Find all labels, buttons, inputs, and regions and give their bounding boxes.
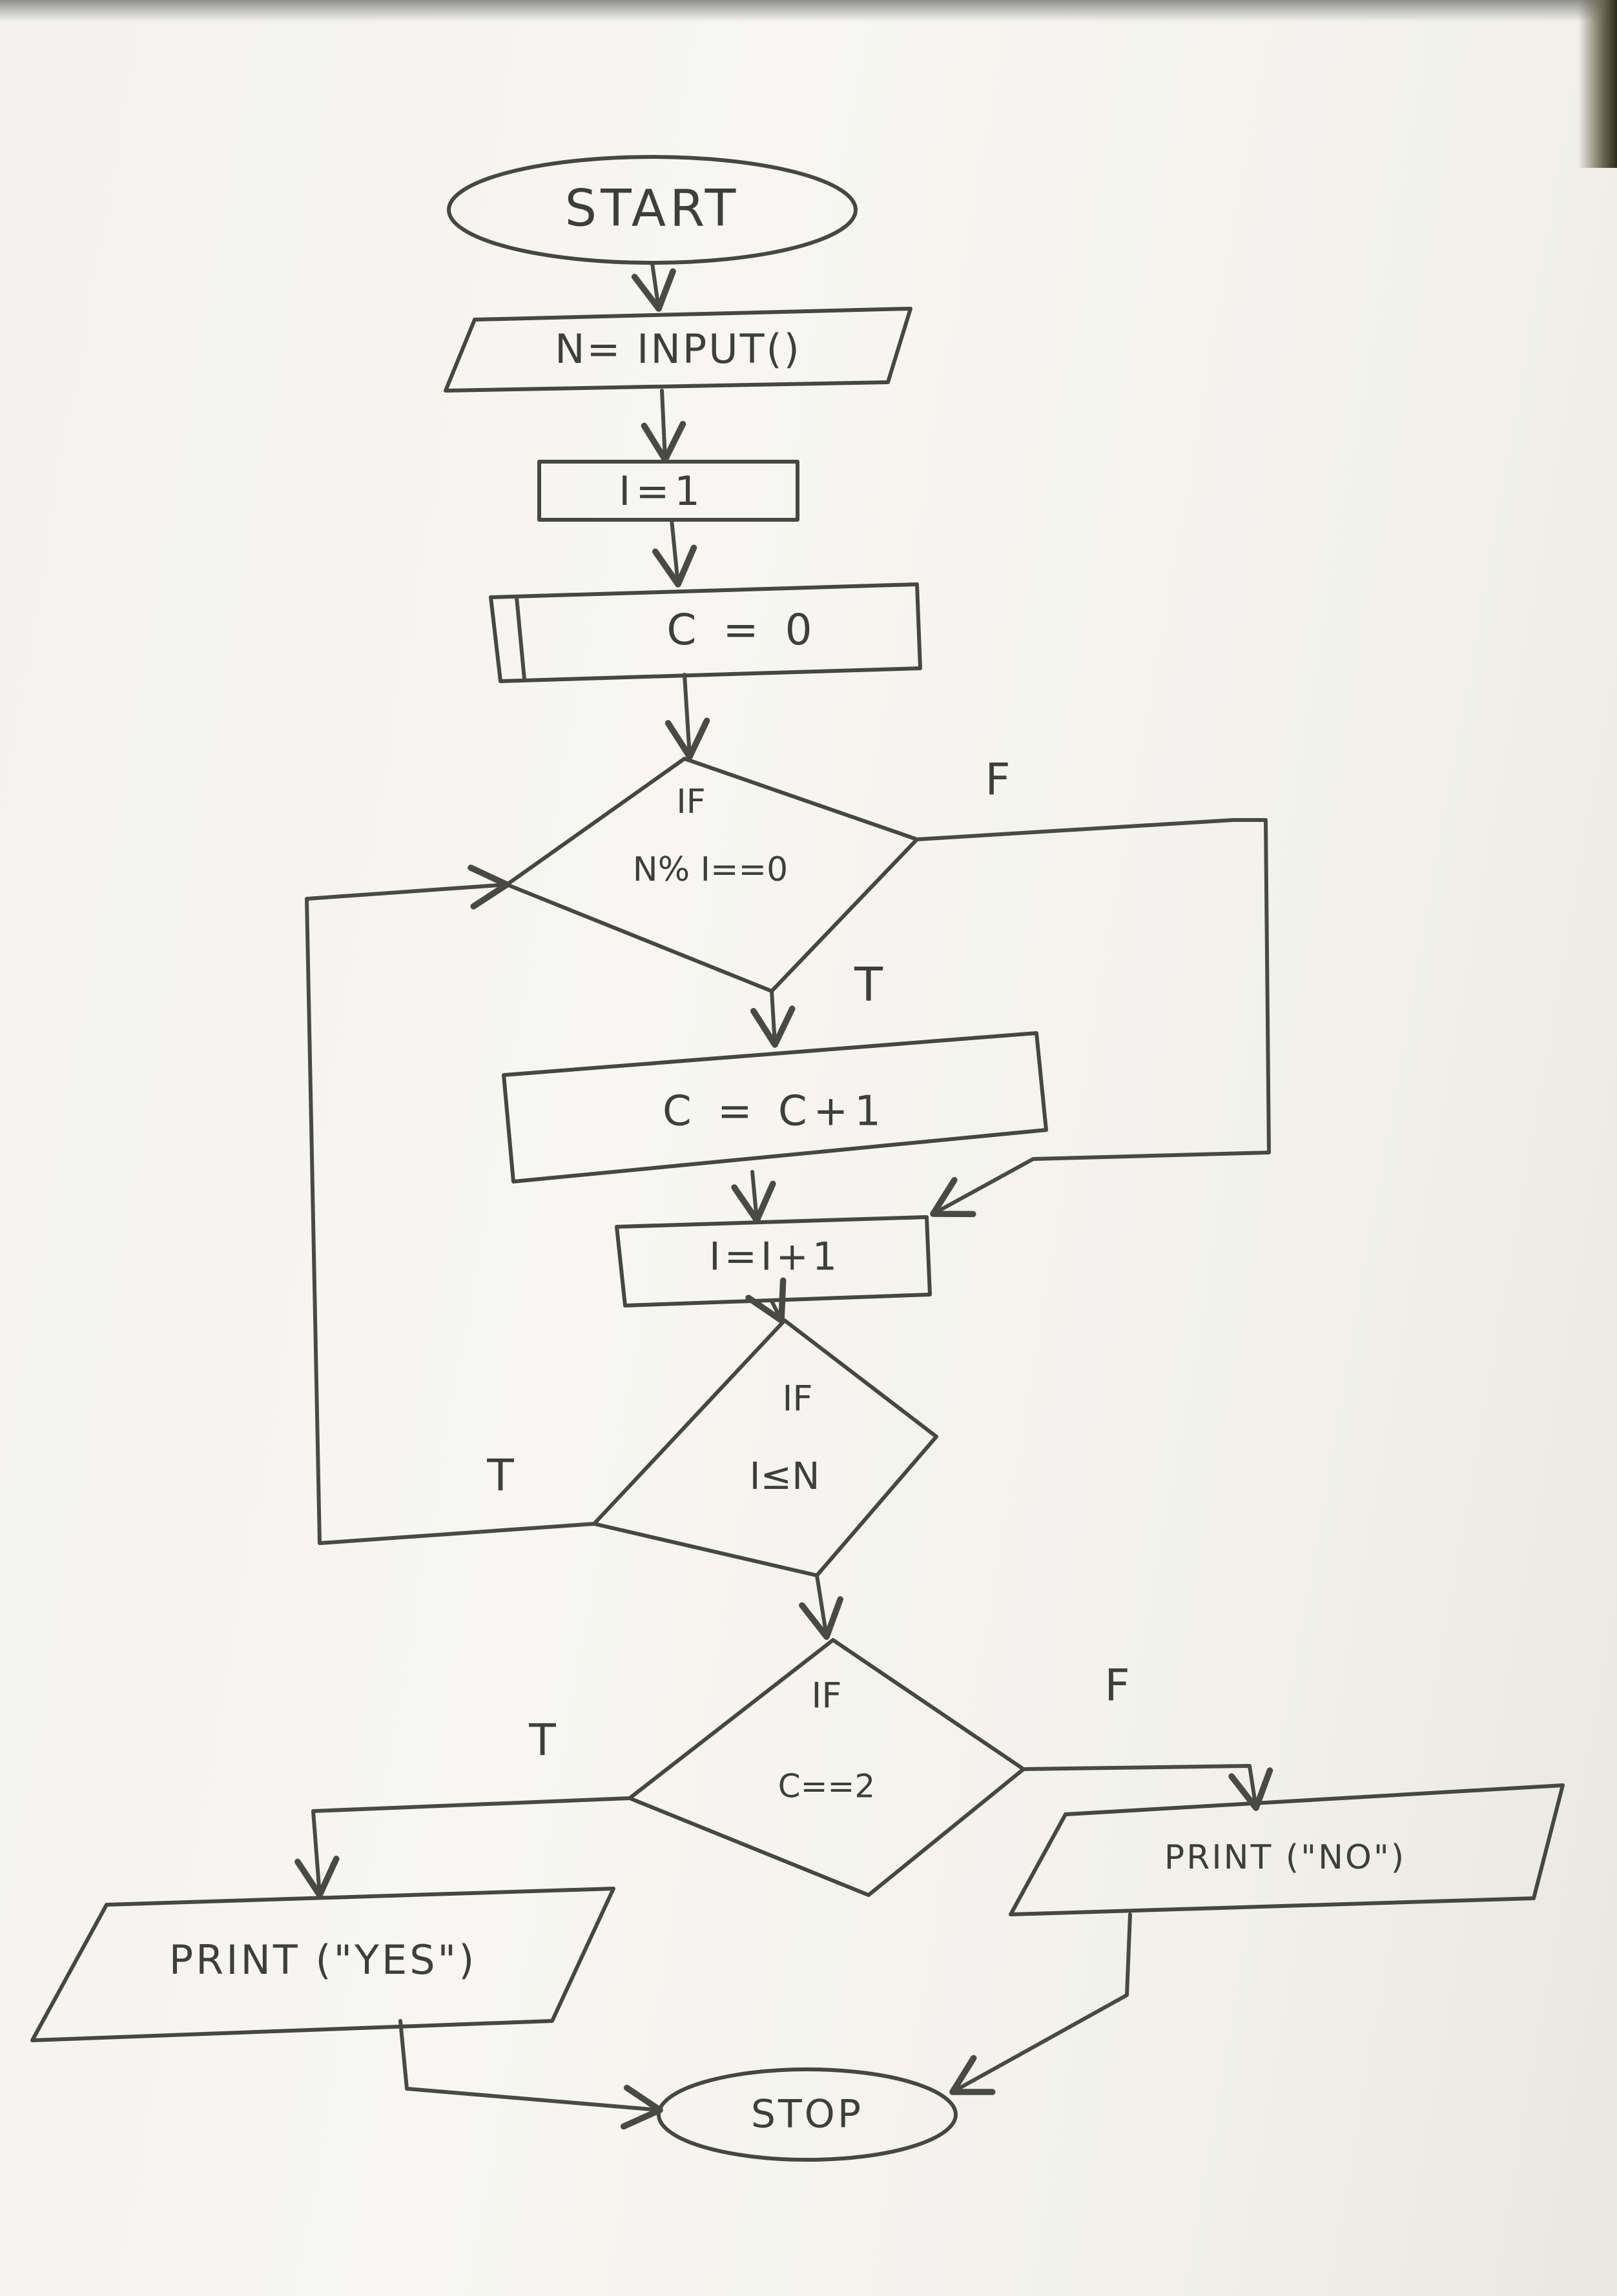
input-parallelogram <box>444 307 912 393</box>
prime-true-label: T <box>528 1716 556 1767</box>
arrow-loop-exit <box>799 1573 844 1640</box>
mod-false-label: F <box>985 755 1010 806</box>
decision-mod-line1: IF <box>676 783 705 821</box>
arrow-init-i-to-init-c <box>652 518 697 588</box>
increment-c-box <box>502 1031 1048 1184</box>
print-yes-label: PRINT ("YES") <box>169 1936 477 1983</box>
decision-prime-line2: C==2 <box>778 1768 876 1805</box>
start-label: START <box>565 179 740 238</box>
init-i-label: I=1 <box>619 467 705 515</box>
decision-loop-line2: I≤N <box>749 1454 819 1498</box>
increment-i-label: I=I+1 <box>709 1235 841 1280</box>
prime-false-label: F <box>1104 1661 1129 1712</box>
arrow-mod-true <box>750 989 796 1048</box>
arrow-mod-false <box>915 818 1271 1218</box>
decision-prime-diamond <box>628 1638 1025 1897</box>
init-c-label: C = 0 <box>666 605 818 655</box>
arrow-start-to-input <box>631 261 676 312</box>
arrow-input-to-init-i <box>641 389 686 463</box>
decision-prime-line1: IF <box>812 1676 842 1716</box>
decision-mod-line2: N% I==0 <box>633 850 788 889</box>
decision-loop-line1: IF <box>783 1379 813 1419</box>
decision-loop-diamond <box>592 1318 938 1577</box>
arrow-loop-true-back <box>305 865 596 1545</box>
stop-label: STOP <box>751 2092 863 2137</box>
page-top-shadow <box>0 0 1617 22</box>
increment-c-label: C = C+1 <box>663 1088 887 1136</box>
arrow-inc-c-to-inc-i <box>731 1170 776 1224</box>
increment-i-box <box>615 1215 932 1307</box>
arrow-inc-i-to-decision-loop <box>745 1277 787 1324</box>
page-corner-shadow <box>1578 0 1617 168</box>
print-yes-parallelogram <box>30 1887 615 2042</box>
mod-true-label: T <box>854 958 883 1012</box>
init-c-box-inner-edge <box>515 595 526 681</box>
print-no-parallelogram <box>1009 1783 1565 1916</box>
arrow-no-to-stop <box>949 1912 1132 2095</box>
init-c-box <box>489 582 922 683</box>
arrow-prime-false <box>1022 1764 1273 1811</box>
arrow-yes-to-stop <box>398 2019 663 2130</box>
input-n-label: N= INPUT() <box>555 325 801 373</box>
print-no-label: PRINT ("NO") <box>1164 1838 1406 1877</box>
arrow-init-c-to-decision-mod <box>664 673 710 760</box>
arrow-prime-true <box>294 1796 632 1898</box>
loop-true-label: T <box>486 1451 514 1502</box>
